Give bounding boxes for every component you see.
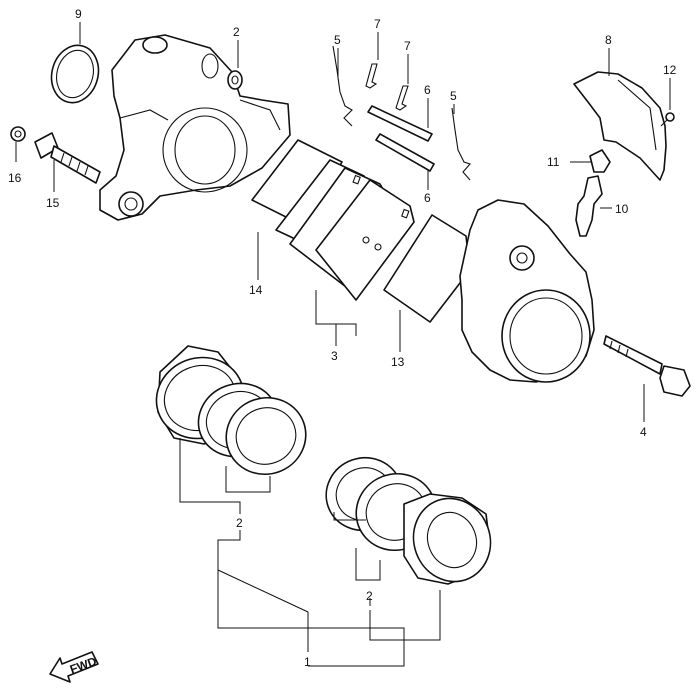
callout-3: 3 xyxy=(331,349,338,363)
caliper-bracket xyxy=(99,34,291,221)
callout-5-right: 5 xyxy=(450,89,457,103)
clip-part-7-right xyxy=(395,85,409,111)
seal-left-inner xyxy=(225,396,307,476)
callout-2-right: 2 xyxy=(366,589,373,603)
callout-6-top: 6 xyxy=(424,83,431,97)
spring-part-5-right xyxy=(451,107,471,181)
callout-9: 9 xyxy=(75,7,82,21)
bleeder-cap-part-11 xyxy=(589,149,611,173)
fwd-arrow-icon: FWD xyxy=(49,651,99,683)
bolt-part-4 xyxy=(603,335,691,397)
callout-10: 10 xyxy=(615,202,629,216)
callout-4: 4 xyxy=(640,425,647,439)
callout-1: 1 xyxy=(304,655,311,669)
callout-7-left: 7 xyxy=(374,17,381,31)
leader-lines xyxy=(15,22,671,667)
piston-right xyxy=(403,493,492,585)
washer-part-16 xyxy=(10,126,26,142)
callout-2-top: 2 xyxy=(233,25,240,39)
callout-8: 8 xyxy=(605,33,612,47)
bleeder-valve-part-10 xyxy=(575,175,603,237)
plug-part-2-top xyxy=(227,70,243,90)
spring-part-5-left xyxy=(332,45,353,127)
pin-part-6-bottom xyxy=(375,133,435,172)
caliper-body xyxy=(459,199,595,383)
fwd-label: FWD xyxy=(68,654,99,677)
callout-2-left: 2 xyxy=(236,516,243,530)
bolt-part-15 xyxy=(34,132,101,184)
callout-5-left: 5 xyxy=(334,33,341,47)
pin-part-6-top xyxy=(367,105,433,142)
cover-part-8 xyxy=(573,71,667,181)
callout-16: 16 xyxy=(8,171,22,185)
callout-14: 14 xyxy=(249,283,263,297)
callout-7-right: 7 xyxy=(404,39,411,53)
clip-part-7-left xyxy=(365,63,378,89)
callout-15: 15 xyxy=(46,196,60,210)
callout-12: 12 xyxy=(663,63,677,77)
callout-6-bottom: 6 xyxy=(424,191,431,205)
screw-part-12 xyxy=(660,112,675,127)
callout-11: 11 xyxy=(547,155,560,169)
callout-13: 13 xyxy=(391,355,405,369)
brake-pads-part-3 xyxy=(275,159,415,301)
cap-part-9 xyxy=(50,44,100,104)
